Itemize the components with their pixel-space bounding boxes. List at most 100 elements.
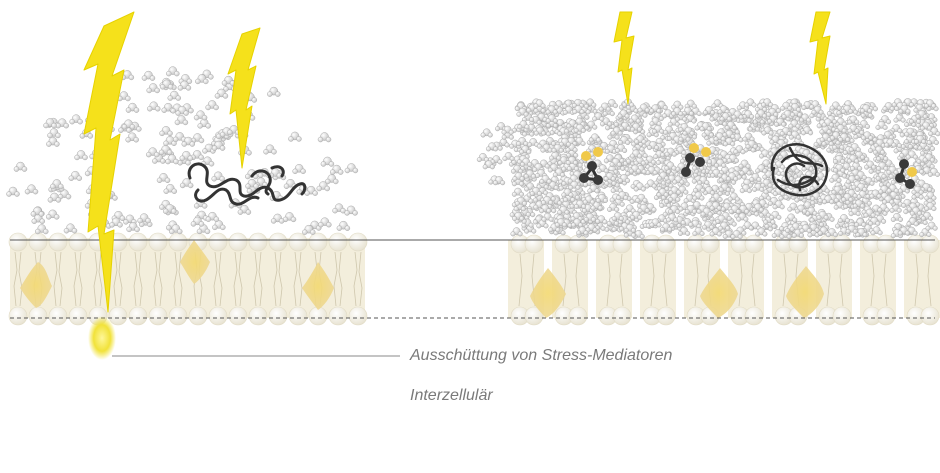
- water-molecule-icon: [744, 98, 757, 108]
- water-molecule-icon: [568, 180, 581, 190]
- water-molecule-icon: [476, 153, 490, 163]
- water-molecule-icon: [924, 202, 937, 212]
- water-molecule-icon: [878, 185, 891, 195]
- water-molecule-icon: [595, 193, 608, 203]
- water-molecule-icon: [158, 145, 173, 156]
- water-molecule-icon: [244, 169, 259, 180]
- water-molecule-icon: [46, 136, 60, 147]
- water-molecule-icon: [50, 179, 64, 190]
- water-molecule-icon: [897, 226, 910, 236]
- water-molecule-icon: [710, 168, 723, 178]
- water-molecule-icon: [816, 210, 829, 220]
- water-molecule-icon: [55, 118, 69, 129]
- water-molecule-icon: [834, 124, 847, 134]
- water-molecule-icon: [221, 75, 236, 86]
- water-molecule-icon: [482, 160, 495, 170]
- water-molecule-icon: [788, 130, 801, 140]
- water-molecule-icon: [666, 213, 679, 223]
- water-molecule-icon: [202, 143, 216, 154]
- water-molecule-icon: [501, 125, 514, 135]
- water-molecule-icon: [848, 143, 861, 153]
- water-molecule-icon: [725, 172, 739, 182]
- water-molecule-icon: [545, 105, 558, 115]
- water-molecule-icon: [875, 120, 888, 130]
- water-molecule-icon: [882, 102, 895, 112]
- water-molecule-icon: [672, 175, 685, 185]
- water-molecule-icon: [788, 119, 801, 129]
- water-molecule-icon: [492, 176, 506, 186]
- water-molecule-icon: [852, 199, 865, 209]
- water-molecule-icon: [588, 133, 601, 143]
- water-molecule-icon: [317, 132, 332, 143]
- water-molecule-icon: [34, 224, 49, 235]
- water-molecule-icon: [602, 107, 615, 117]
- water-molecule-icon: [480, 128, 493, 138]
- water-molecule-icon: [304, 185, 318, 196]
- water-molecule-icon: [576, 226, 589, 236]
- water-molecule-icon: [292, 164, 306, 175]
- water-molecule-icon: [177, 80, 192, 91]
- water-molecule-icon: [709, 201, 722, 211]
- water-molecule-icon: [539, 174, 552, 184]
- water-molecule-icon: [657, 171, 670, 181]
- water-molecule-icon: [169, 224, 183, 235]
- water-molecule-icon: [832, 154, 846, 165]
- water-molecule-icon: [864, 160, 877, 170]
- water-molecule-icon: [855, 228, 868, 238]
- water-molecule-icon: [855, 182, 868, 192]
- water-molecule-icon: [868, 216, 881, 226]
- water-molecule-icon: [920, 211, 934, 221]
- water-molecule-icon: [545, 114, 558, 124]
- water-molecule-icon: [68, 170, 83, 181]
- water-molecule-icon: [174, 115, 189, 126]
- water-molecule-icon: [529, 186, 542, 197]
- water-molecule-icon: [267, 86, 281, 97]
- water-molecule-icon: [302, 224, 316, 235]
- water-molecule-icon: [145, 147, 160, 158]
- water-molecule-icon: [607, 202, 620, 212]
- water-molecule-icon: [637, 103, 650, 113]
- water-molecule-icon: [166, 66, 180, 77]
- water-molecule-icon: [745, 139, 758, 150]
- water-molecule-icon: [833, 163, 846, 173]
- water-molecule-icon: [288, 131, 302, 142]
- water-molecule-icon: [557, 205, 570, 215]
- water-molecule-icon: [611, 211, 624, 222]
- water-molecule-icon: [214, 88, 229, 99]
- water-molecule-icon: [664, 161, 677, 171]
- water-molecule-icon: [664, 147, 677, 157]
- water-molecule-icon: [163, 136, 177, 147]
- water-molecule-icon: [728, 205, 741, 215]
- lipid-tails-left: [13, 251, 363, 307]
- water-molecule-icon: [819, 133, 832, 143]
- water-molecule-icon: [676, 185, 689, 195]
- water-molecule-icon: [913, 103, 926, 113]
- water-molecule-icon: [877, 203, 890, 213]
- water-molecule-icon: [628, 114, 641, 124]
- water-molecule-icon: [886, 165, 899, 175]
- lipid-heads-left-bottom: [8, 306, 368, 326]
- water-molecule-icon: [74, 150, 88, 161]
- water-molecule-icon: [718, 221, 731, 231]
- water-molecule-icon: [572, 105, 585, 115]
- water-molecule-icon: [925, 221, 938, 231]
- water-molecule-icon: [906, 217, 919, 227]
- water-molecule-icon: [761, 98, 774, 108]
- water-molecules-right: [476, 98, 940, 240]
- water-molecule-icon: [628, 164, 642, 174]
- water-molecule-icon: [316, 181, 331, 192]
- water-molecule-icon: [741, 221, 754, 231]
- water-molecule-icon: [919, 121, 933, 131]
- water-molecule-icon: [733, 145, 746, 155]
- water-molecule-icon: [681, 106, 694, 116]
- water-molecule-icon: [332, 203, 346, 214]
- water-molecule-icon: [344, 163, 359, 174]
- water-molecule-icon: [623, 223, 636, 233]
- water-molecule-icon: [644, 179, 657, 189]
- water-molecule-icon: [772, 187, 786, 197]
- water-molecule-icon: [751, 203, 764, 213]
- water-molecule-icon: [898, 104, 911, 114]
- water-molecule-icon: [516, 107, 529, 117]
- water-molecule-icon: [603, 172, 616, 182]
